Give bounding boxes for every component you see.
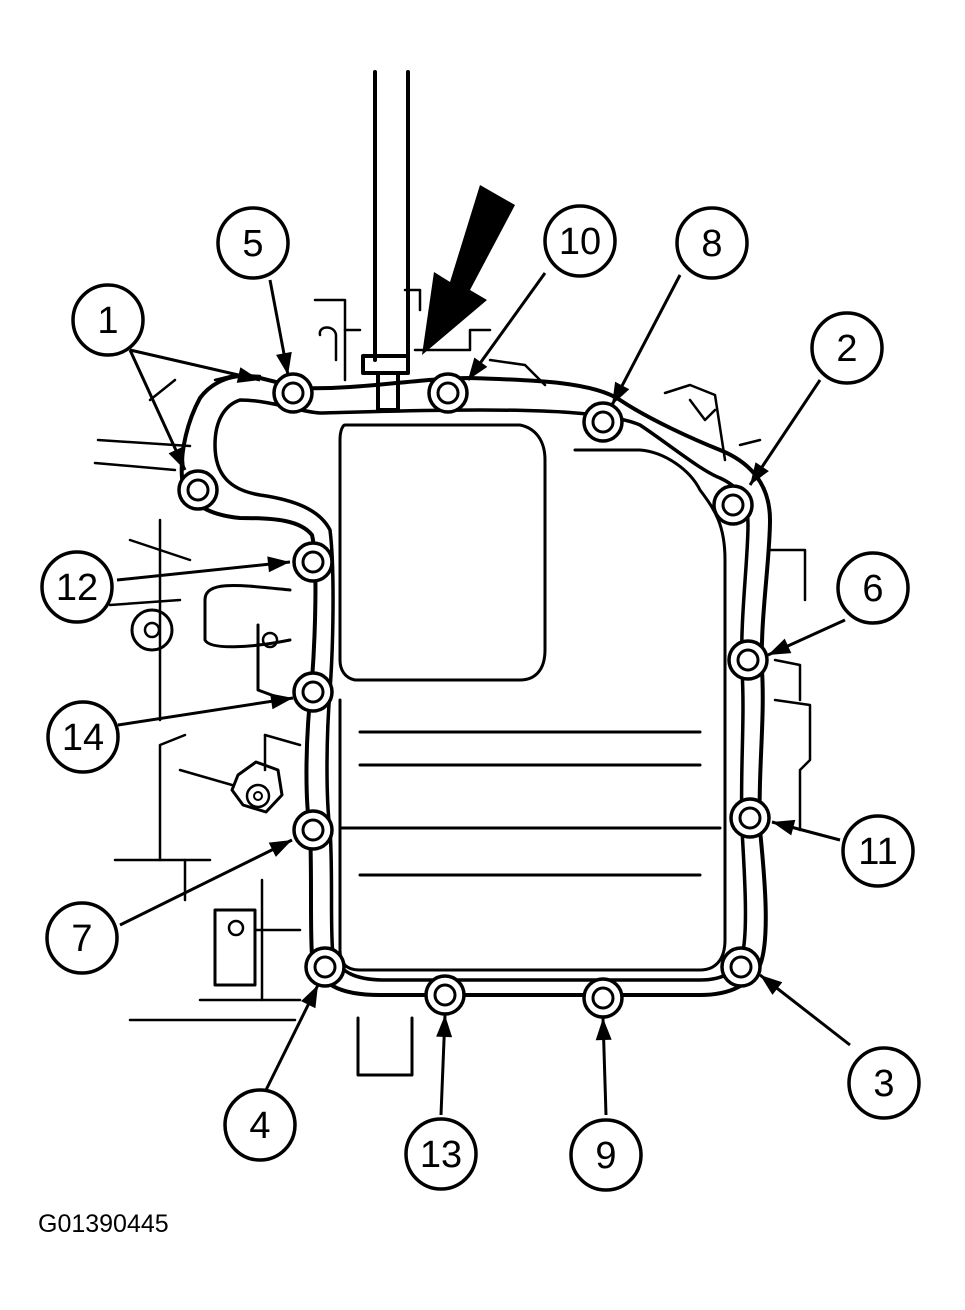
arrowhead (612, 381, 630, 405)
arrowhead (468, 357, 488, 380)
arrowhead (168, 446, 185, 470)
callout-label: 9 (595, 1135, 616, 1177)
bolt-14 (292, 671, 334, 713)
arrowhead (772, 819, 796, 836)
bolts (177, 372, 771, 1019)
callout-label: 13 (420, 1134, 462, 1176)
leader-line (128, 349, 187, 471)
bolt-5 (272, 372, 314, 414)
arrowhead (768, 638, 792, 655)
arrowhead (267, 556, 290, 573)
callout-11: 11 (841, 814, 915, 888)
arrowhead (236, 367, 260, 383)
arrowhead (595, 1018, 612, 1041)
leader-line (263, 984, 320, 1093)
leader-line (771, 819, 841, 842)
bolt-13 (424, 974, 466, 1016)
leader-line (610, 274, 682, 406)
bolt-12 (292, 541, 334, 583)
leader-line (117, 693, 294, 727)
callout-14: 14 (46, 700, 120, 774)
bolt-11 (729, 797, 771, 839)
pointer-arrow (422, 185, 515, 355)
leader-line (767, 618, 846, 657)
leader-line (436, 1014, 453, 1116)
bolt-7 (292, 809, 334, 851)
bolt-8 (582, 401, 624, 443)
leader-line (129, 348, 261, 383)
callout-label: 6 (862, 568, 883, 610)
callout-label: 10 (559, 221, 601, 263)
callout-8: 8 (675, 206, 749, 280)
callout-1: 1 (71, 283, 145, 357)
callout-7: 7 (45, 901, 119, 975)
callout-label: 1 (97, 300, 118, 342)
callout-2: 2 (810, 311, 884, 385)
bolt-4 (304, 946, 346, 988)
bolt-3 (720, 946, 762, 988)
bolt-9 (582, 977, 624, 1019)
callout-3: 3 (847, 1046, 921, 1120)
callout-label: 14 (62, 717, 104, 759)
callout-label: 2 (836, 328, 857, 370)
callout-label: 7 (71, 918, 92, 960)
bolt-10 (427, 372, 469, 414)
leader-line (466, 272, 547, 381)
callout-label: 4 (249, 1105, 270, 1147)
callout-4: 4 (223, 1088, 297, 1162)
callout-label: 8 (701, 223, 722, 265)
arrowhead (750, 462, 769, 485)
callout-label: 12 (56, 567, 98, 609)
callout-13: 13 (404, 1117, 478, 1191)
callout-label: 11 (858, 831, 897, 873)
bolt-1 (177, 469, 219, 511)
arrowhead (270, 693, 293, 710)
leader-line (119, 838, 293, 927)
arrowhead (301, 985, 318, 1009)
callout-10: 10 (543, 204, 617, 278)
background-engine-detail (93, 288, 812, 1077)
arrowhead (276, 351, 292, 375)
leader-line (595, 1017, 612, 1116)
arrowhead (268, 840, 292, 857)
leader-lines (116, 272, 851, 1116)
figure-id: G01390445 (38, 1210, 169, 1238)
leader-line (268, 279, 292, 376)
arrowhead (436, 1015, 453, 1038)
bolt-2 (712, 484, 754, 526)
callout-12: 12 (40, 550, 114, 624)
leader-line (116, 556, 291, 582)
dipstick-tube (361, 70, 410, 412)
arrowhead (760, 975, 783, 995)
callout-5: 5 (216, 206, 290, 280)
oil-pan-flange (179, 373, 772, 997)
callout-label: 5 (242, 223, 263, 265)
leader-line (759, 973, 851, 1047)
callout-label: 3 (873, 1063, 894, 1105)
callout-9: 9 (569, 1118, 643, 1192)
bolt-6 (727, 639, 769, 681)
callout-6: 6 (836, 551, 910, 625)
leader-line (748, 379, 822, 486)
